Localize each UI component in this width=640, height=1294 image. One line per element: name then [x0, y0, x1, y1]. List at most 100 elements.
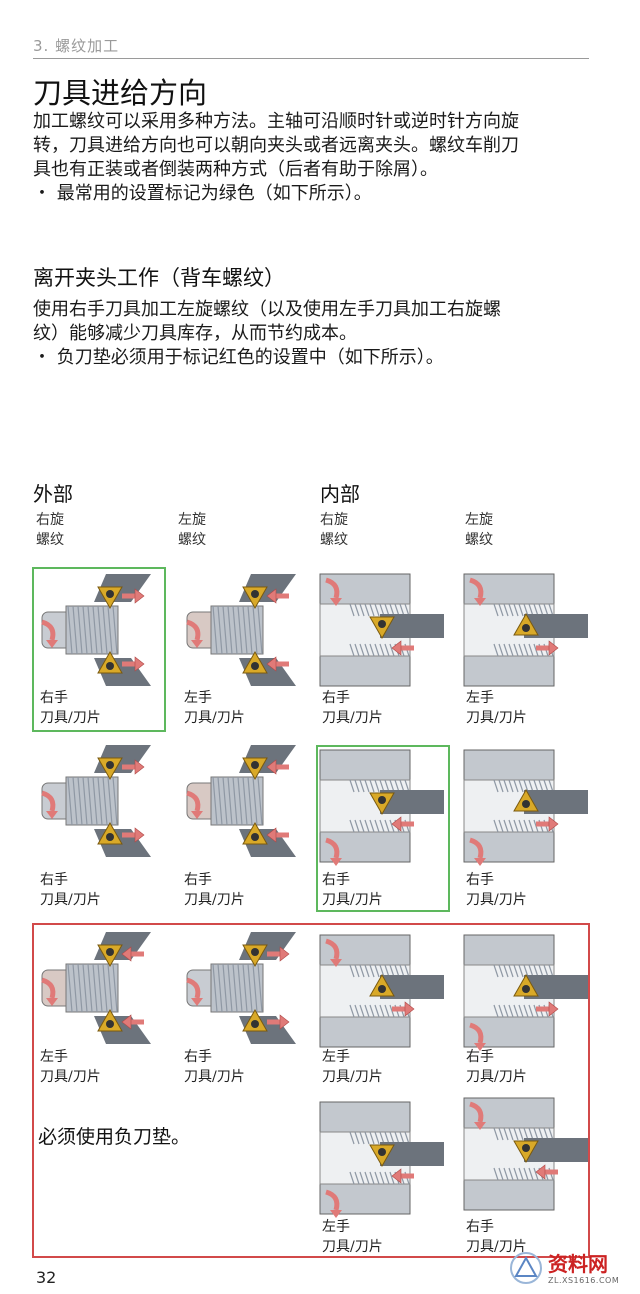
caption-line: 刀具/刀片 [322, 892, 383, 908]
internal-threading-diagram [463, 573, 588, 687]
thread-pattern [67, 605, 118, 655]
insert-icon [369, 616, 395, 640]
diagram-caption: 左手刀具/刀片 [184, 688, 245, 728]
thread-pattern [493, 1127, 554, 1141]
rotation-arrow-icon [186, 977, 203, 1006]
rotation-arrow-icon [186, 790, 203, 819]
diagram-caption: 右手刀具/刀片 [466, 1217, 527, 1257]
insert-icon [513, 1140, 539, 1164]
rotation-arrow-icon [469, 837, 486, 866]
watermark: 资料网 ZL.XS1616.COM [508, 1246, 638, 1292]
feed-arrow-icon [122, 588, 145, 604]
subhead-external-right: 右旋 螺纹 [36, 510, 64, 550]
subhead-line: 左旋 [465, 512, 493, 528]
feed-arrow-icon [121, 946, 144, 962]
thread-pattern [67, 963, 118, 1013]
intro-line: 加工螺纹可以采用多种方法。主轴可沿顺时针或逆时针方向旋 [33, 111, 519, 132]
insert-icon [242, 944, 268, 968]
rotation-arrow-icon [41, 619, 58, 648]
red-highlight-box [32, 923, 590, 1258]
rotation-arrow-icon [41, 977, 58, 1006]
caption-line: 右手 [40, 690, 68, 706]
diagram-caption: 右手刀具/刀片 [322, 688, 383, 728]
feed-arrow-icon [536, 640, 559, 656]
caption-line: 右手 [322, 690, 350, 706]
feed-arrow-icon [392, 1001, 415, 1017]
diagram-caption: 左手刀具/刀片 [322, 1047, 383, 1087]
subhead-external-left: 左旋 螺纹 [178, 510, 206, 550]
feed-arrow-icon [391, 816, 414, 832]
intro-bullet: ・ 最常用的设置标记为绿色（如下所示）。 [33, 183, 372, 204]
external-threading-diagram [186, 932, 296, 1044]
internal-threading-diagram [319, 934, 444, 1048]
feed-arrow-icon [536, 816, 559, 832]
thread-pattern [493, 643, 554, 657]
thread-pattern [212, 605, 263, 655]
subhead-line: 螺纹 [36, 532, 64, 548]
rotation-arrow-icon [469, 1101, 486, 1130]
external-threading-diagram [41, 745, 151, 857]
rotation-arrow-icon [325, 1189, 342, 1218]
caption-line: 刀具/刀片 [322, 1069, 383, 1085]
insert-icon [513, 788, 539, 812]
subhead-line: 左旋 [178, 512, 206, 528]
caption-line: 右手 [466, 1049, 494, 1065]
feed-arrow-icon [122, 827, 145, 843]
feed-arrow-icon [391, 640, 414, 656]
external-threading-diagram [41, 574, 151, 686]
thread-pattern [212, 776, 263, 826]
external-heading: 外部 [33, 482, 73, 506]
caption-line: 右手 [40, 872, 68, 888]
internal-threading-diagram [463, 934, 588, 1051]
insert-icon [242, 586, 268, 610]
feed-arrow-icon [266, 656, 289, 672]
caption-line: 右手 [184, 872, 212, 888]
feed-arrow-icon [267, 946, 290, 962]
thread-pattern [493, 1004, 554, 1018]
diagram-caption: 右手刀具/刀片 [466, 1047, 527, 1087]
subhead-line: 螺纹 [178, 532, 206, 548]
feed-arrow-icon [122, 656, 145, 672]
watermark-text: 资料网 [548, 1252, 608, 1276]
insert-icon [97, 944, 123, 968]
insert-icon [97, 1008, 123, 1032]
caption-line: 右手 [184, 1049, 212, 1065]
insert-icon [513, 612, 539, 636]
caption-line: 刀具/刀片 [40, 710, 101, 726]
green-highlight-box [316, 745, 450, 912]
diagram-caption: 右手刀具/刀片 [322, 870, 383, 910]
section-title: 离开夹头工作（背车螺纹） [33, 266, 285, 290]
subhead-line: 右旋 [320, 512, 348, 528]
rotation-arrow-icon [325, 938, 342, 967]
caption-line: 右手 [466, 872, 494, 888]
feed-arrow-icon [266, 759, 289, 775]
internal-heading: 内部 [320, 482, 360, 506]
insert-icon [242, 757, 268, 781]
section-line: 纹）能够减少刀具库存，从而节约成本。 [33, 323, 357, 344]
internal-threading-diagram [319, 573, 444, 687]
caption-line: 右手 [322, 872, 350, 888]
page-title: 刀具进给方向 [33, 76, 208, 110]
caption-line: 左手 [322, 1049, 350, 1065]
insert-icon [242, 1008, 268, 1032]
feed-arrow-icon [536, 1001, 559, 1017]
subhead-internal-right: 右旋 螺纹 [320, 510, 348, 550]
insert-icon [97, 757, 123, 781]
section-line: 使用右手刀具加工左旋螺纹（以及使用左手刀具加工右旋螺 [33, 299, 501, 320]
diagram-caption: 左手刀具/刀片 [40, 1047, 101, 1087]
caption-line: 刀具/刀片 [466, 710, 527, 726]
feed-arrow-icon [391, 1168, 414, 1184]
diagram-caption: 左手刀具/刀片 [322, 1217, 383, 1257]
caption-line: 刀具/刀片 [466, 1239, 527, 1255]
feed-arrow-icon [121, 1014, 144, 1030]
feed-arrow-icon [535, 1164, 558, 1180]
thread-pattern [349, 1131, 410, 1145]
insert-icon [369, 973, 395, 997]
watermark-logo-icon [510, 1252, 542, 1284]
caption-line: 刀具/刀片 [466, 1069, 527, 1085]
feed-arrow-icon [266, 827, 289, 843]
rotation-arrow-icon [469, 577, 486, 606]
page-number: 32 [36, 1268, 57, 1287]
subhead-line: 螺纹 [465, 532, 493, 548]
internal-threading-diagram [463, 749, 588, 866]
